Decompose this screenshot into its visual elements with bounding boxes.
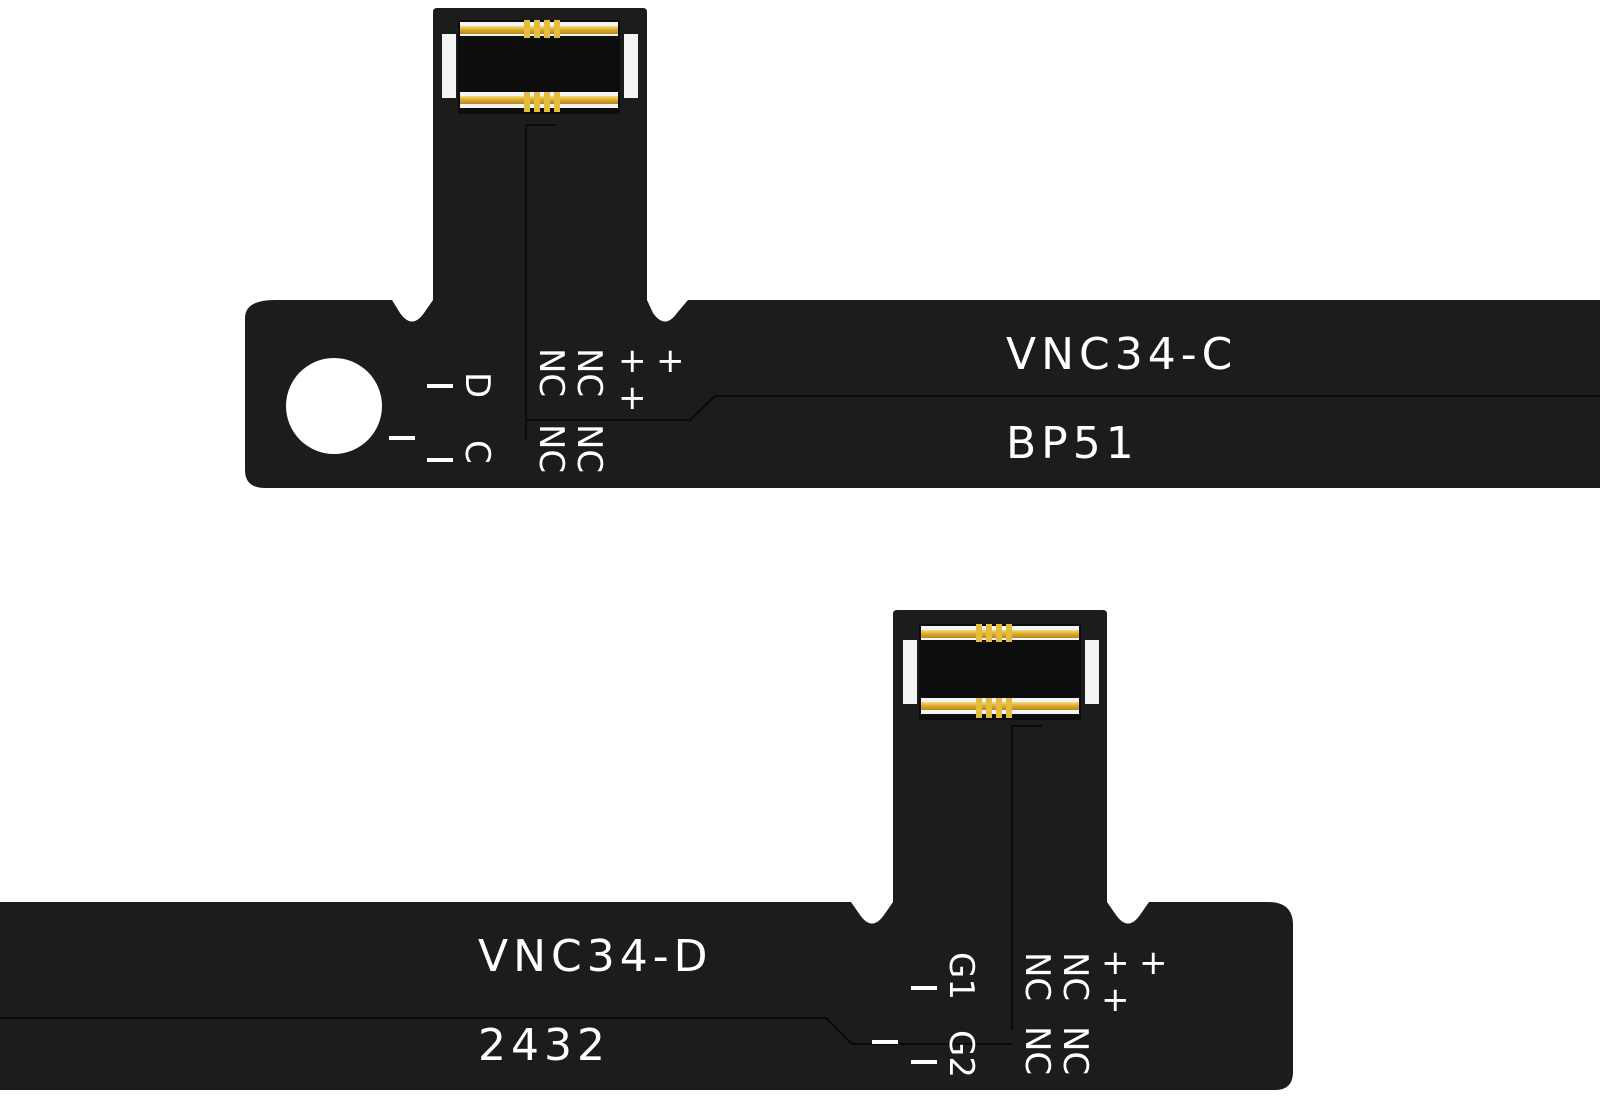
plus-mark: + [656, 341, 685, 381]
pin-label-g1: G1 [941, 952, 981, 1000]
board-to-board-connector [903, 624, 1099, 720]
minus-mark [911, 1060, 937, 1064]
minus-mark [427, 384, 453, 388]
pin-label-g2: G2 [941, 1030, 981, 1078]
variant-label: 2432 [478, 1020, 610, 1071]
minus-mark [911, 986, 937, 990]
pin-label-nc: NC [1055, 952, 1095, 1001]
minus-mark [427, 458, 453, 462]
plus-mark: + [618, 378, 647, 418]
cable-vnc34-d: VNC34-D 2432 G1 G2 NC NC NC NC + + + [0, 610, 1293, 1090]
pin-label-nc: NC [569, 424, 609, 473]
flex-board [0, 610, 1293, 1090]
pin-label-d: D [457, 372, 497, 398]
pin-label-c: C [457, 440, 497, 464]
mounting-hole [286, 358, 382, 454]
plus-mark: + [618, 341, 647, 381]
plus-mark: + [1139, 943, 1168, 983]
board-to-board-connector [442, 20, 638, 114]
cable-vnc34-c: VNC34-C BP51 D C NC NC NC NC + + + [245, 8, 1600, 488]
pin-label-nc: NC [531, 348, 571, 397]
plus-mark: + [1101, 943, 1130, 983]
model-label: VNC34-C [1006, 329, 1237, 380]
pin-label-nc: NC [1017, 952, 1057, 1001]
flex-board [245, 8, 1600, 488]
pin-label-nc: NC [1017, 1026, 1057, 1075]
model-label: VNC34-D [478, 931, 712, 982]
variant-label: BP51 [1006, 418, 1139, 469]
minus-mark [872, 1040, 898, 1044]
pin-label-nc: NC [1055, 1026, 1095, 1075]
plus-mark: + [1101, 980, 1130, 1020]
minus-mark [389, 436, 415, 440]
pin-label-nc: NC [531, 424, 571, 473]
pin-label-nc: NC [569, 348, 609, 397]
